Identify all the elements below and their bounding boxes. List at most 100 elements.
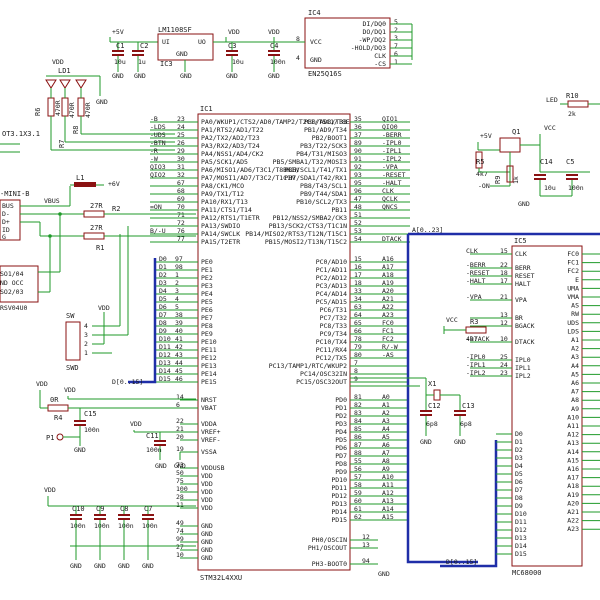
flash-pin-name: -CS [374, 60, 386, 68]
pd-pin-name: PD0 [335, 396, 347, 404]
c12-ref: C12 [428, 402, 441, 410]
pc-net-label: -AS [382, 351, 394, 359]
pb-pin-num: 35 [354, 115, 362, 123]
capbank-value: 100n [94, 522, 110, 530]
pc-pin-name: PC9/T34 [320, 330, 347, 338]
cpu-right-name: FC2 [567, 267, 579, 275]
r6-value: 470R [54, 100, 62, 116]
pa-pin-num: 25 [177, 131, 185, 139]
mcu-ref: IC1 [200, 105, 213, 113]
pd-pin-name: PD3 [335, 420, 347, 428]
pe-net-label: D12 [159, 351, 171, 359]
pd-pin-name: PD13 [331, 500, 347, 508]
pd-net-label: A0 [382, 393, 390, 401]
osc-pin-name: PH0/OSCIN [312, 536, 347, 544]
vbus-label: VBUS [44, 197, 60, 205]
pc-pin-num: 7 [354, 359, 358, 367]
gnd-label-c11: GND [155, 462, 167, 470]
pe-pin-name: PE6 [201, 306, 213, 314]
cpu-data-name: D4 [515, 462, 523, 470]
c13-ref: C13 [462, 402, 475, 410]
cpu-left-num: 22 [500, 261, 508, 269]
flash-pin-num: 3 [394, 34, 398, 42]
pd-net-label: A6 [382, 441, 390, 449]
pe-pin-num: 98 [175, 263, 183, 271]
pe-pin-name: PE8 [201, 322, 213, 330]
addr-bus-mid [406, 234, 478, 564]
r3-ref: R3 [470, 318, 478, 326]
pe-pin-num: 44 [175, 359, 183, 367]
capbank-value: 100n [70, 522, 86, 530]
gnd-label-c12: GND [420, 438, 432, 446]
flash-vcc: VCC [310, 38, 322, 46]
pa-net-label: QIO3 [150, 163, 166, 171]
data-bus-bottom [440, 440, 498, 568]
pc-pin-num: 63 [354, 303, 362, 311]
cpu-left-num: 18 [500, 269, 508, 277]
pwr-pin-name: VBAT [201, 404, 217, 412]
pc-pin-name: PC5/AD15 [316, 298, 347, 306]
cpu-right-name: A18 [567, 482, 579, 490]
pb-net-label: CLK [382, 187, 394, 195]
pb-pin-num: 51 [354, 211, 362, 219]
pe-pin-num: 3 [175, 287, 179, 295]
capbank-ref: C7 [144, 505, 152, 513]
on-net-label: -ON [478, 182, 490, 190]
plus6v-label: +6V [108, 180, 120, 188]
swd-pin-2: 2 [84, 340, 88, 348]
pb-net-label: -RESET [382, 171, 406, 179]
pa-pin-num: 77 [177, 235, 185, 243]
pc-pin-name: PC0/AD10 [316, 258, 347, 266]
pe-net-label: D3 [159, 279, 167, 287]
pc-pin-num: 18 [354, 279, 362, 287]
flash-part: EN25Q16S [308, 70, 342, 78]
pe-pin-name: PE15 [201, 378, 217, 386]
pwr-pin-name: VREF- [201, 436, 221, 444]
pa-pin-num: 72 [177, 219, 185, 227]
pe-net-label: D7 [159, 311, 167, 319]
pc-pin-name: PC13/TAMP1/RTC/WKUP2 [269, 362, 347, 370]
swd-ref: SW [66, 312, 75, 320]
cpu-left-name: BGACK [515, 322, 535, 330]
pd-pin-num: 82 [354, 401, 362, 409]
pd-net-label: A14 [382, 505, 394, 513]
pa-net-label: -W [150, 155, 158, 163]
regulator-pin-in: UI [162, 38, 170, 46]
tvs-line-3: SO2/03 [0, 288, 24, 296]
plus5v-label: +5V [112, 28, 124, 36]
pb-net-label: -IPL1 [382, 147, 402, 155]
usb-label: -MINI-B [0, 190, 30, 198]
pd-net-label: A8 [382, 457, 390, 465]
pe-net-label: D4 [159, 287, 167, 295]
pa-pin-name: PA15/T2ETR [201, 238, 240, 246]
pb-pin-num: 89 [354, 139, 362, 147]
pb-pin-num: 95 [354, 179, 362, 187]
pa-pin-name: PA1/RTS2/AD1/T22 [201, 126, 264, 134]
swd-pin-4: 4 [84, 322, 88, 330]
mcu-part: STM32L4XXU [200, 574, 242, 582]
power-switch-section: LED R10 2k +5V Q1 VCC R5 4k7 R9 1k -ON C… [475, 92, 600, 208]
cpu-right-name: A20 [567, 499, 579, 507]
pc-pin-name: PC10/TX4 [316, 338, 347, 346]
pa-pin-name: PA3/RX2/AD3/T24 [201, 142, 260, 150]
pa-pin-name: PA2/TX2/AD2/T23 [201, 134, 260, 142]
r1-value: 27R [90, 224, 103, 232]
cpu-right-name: AS [571, 302, 579, 310]
pwr-pin-name: VDD [201, 480, 213, 488]
pe-net-label: D0 [159, 255, 167, 263]
osc-pin-num: 12 [362, 533, 370, 541]
capbank-ref: C8 [120, 505, 128, 513]
pe-pin-num: 38 [175, 311, 183, 319]
pwr-pin-num: 22 [176, 417, 184, 425]
cpu-data-name: D1 [515, 438, 523, 446]
capbank-plate-top [94, 514, 106, 516]
pa-pin-name: PA13/SWDIO [201, 222, 240, 230]
pwr-pin-num: 28 [176, 493, 184, 501]
r4-value: 0R [50, 396, 59, 404]
pb-pin-name: PB4/T31/MISO3 [296, 150, 347, 158]
plus5v-label-right: +5V [480, 132, 492, 140]
cpu-right-name: A11 [567, 422, 579, 430]
